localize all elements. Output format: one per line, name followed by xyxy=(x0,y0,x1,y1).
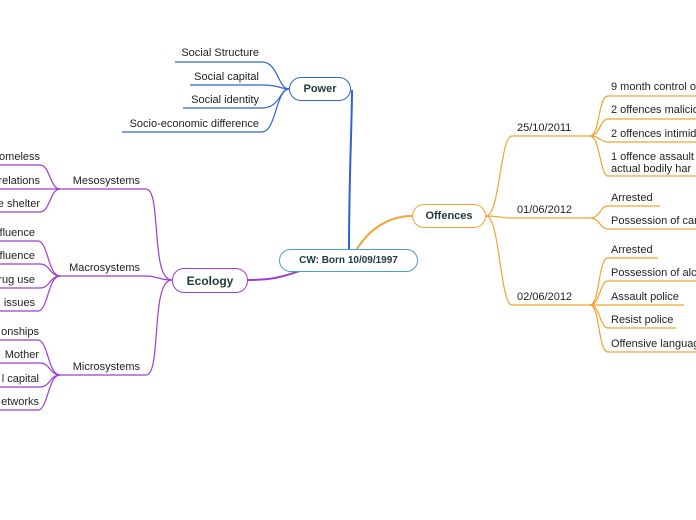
power-node[interactable]: Power xyxy=(289,77,351,101)
ecology-item[interactable]: relations xyxy=(0,175,40,187)
power-item[interactable]: Socio-economic difference xyxy=(129,118,259,130)
ecology-group-mesosystems[interactable]: Mesosystems xyxy=(72,175,140,187)
central-topic[interactable]: CW: Born 10/09/1997 xyxy=(279,249,418,272)
ecology-group-macrosystems[interactable]: Macrosystems xyxy=(69,262,140,274)
ecology-node[interactable]: Ecology xyxy=(172,268,248,293)
ecology-item[interactable]: e shelter xyxy=(0,198,40,210)
ecology-item[interactable]: homeless xyxy=(0,151,40,163)
offence-date[interactable]: 01/06/2012 xyxy=(517,204,573,216)
offence-item[interactable]: 2 offences malicio xyxy=(611,104,696,116)
offences-connectors xyxy=(356,95,696,353)
offence-item[interactable]: Arrested xyxy=(611,244,653,256)
ecology-item[interactable]: fluence xyxy=(0,227,35,239)
power-item[interactable]: Social capital xyxy=(194,71,259,83)
offence-item[interactable]: 2 offences intimid xyxy=(611,128,696,140)
offence-item[interactable]: Assault police xyxy=(611,291,679,303)
offence-item[interactable]: Arrested xyxy=(611,192,653,204)
power-item[interactable]: Social Structure xyxy=(181,47,259,59)
offence-item[interactable]: Possession of can xyxy=(611,215,696,227)
ecology-item[interactable]: l capital xyxy=(1,373,39,385)
power-label: Power xyxy=(303,83,337,95)
offences-label: Offences xyxy=(425,210,473,222)
offence-item[interactable]: 9 month control o xyxy=(611,81,696,93)
ecology-item[interactable]: fluence xyxy=(0,250,35,262)
offence-item[interactable]: Resist police xyxy=(611,314,674,326)
offences-node[interactable]: Offences xyxy=(412,204,486,228)
ecology-item[interactable]: issues xyxy=(3,297,35,309)
ecology-item[interactable]: rug use xyxy=(0,274,35,286)
ecology-item[interactable]: etworks xyxy=(1,396,39,408)
offence-item[interactable]: Offensive languag xyxy=(611,338,696,350)
offence-date[interactable]: 25/10/2011 xyxy=(517,122,572,134)
ecology-connectors xyxy=(0,164,319,411)
ecology-item[interactable]: Mother xyxy=(4,349,39,361)
power-item[interactable]: Social identity xyxy=(191,94,259,106)
ecology-item[interactable]: onships xyxy=(1,326,39,338)
offence-item[interactable]: 1 offence assault actual bodily har xyxy=(611,151,694,175)
central-topic-label: CW: Born 10/09/1997 xyxy=(299,255,398,266)
offence-item[interactable]: Possession of alc xyxy=(611,267,696,279)
ecology-label: Ecology xyxy=(186,273,234,288)
ecology-group-microsystems[interactable]: Microsystems xyxy=(72,361,140,373)
power-connectors xyxy=(122,61,353,250)
offence-date[interactable]: 02/06/2012 xyxy=(517,291,573,303)
